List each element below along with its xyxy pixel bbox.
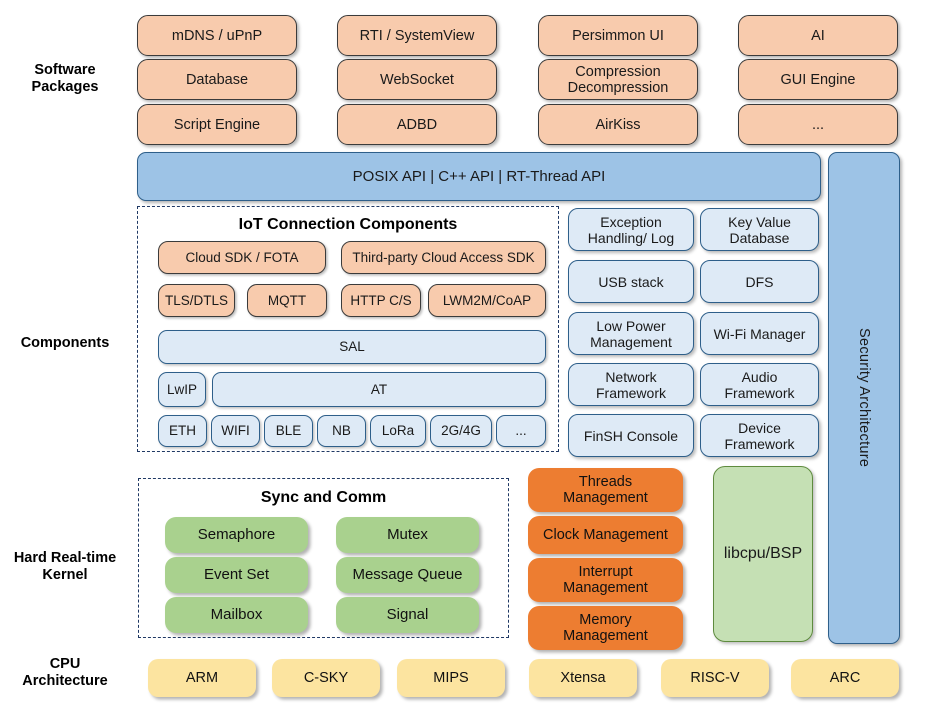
kernel-service-box[interactable]: Threads Management: [528, 468, 683, 512]
iot-protocol-box[interactable]: LWM2M/CoAP: [428, 284, 546, 317]
sync-group-title: Sync and Comm: [260, 489, 387, 506]
link-box[interactable]: BLE: [264, 415, 313, 447]
iot-sdk-box[interactable]: Third-party Cloud Access SDK: [341, 241, 546, 274]
component-box[interactable]: FinSH Console: [568, 414, 694, 457]
cpu-arch-box[interactable]: RISC-V: [661, 659, 769, 697]
package-box[interactable]: Persimmon UI: [538, 15, 698, 56]
iot-protocol-box[interactable]: MQTT: [247, 284, 327, 317]
cpu-arch-box[interactable]: C-SKY: [272, 659, 380, 697]
component-box[interactable]: DFS: [700, 260, 819, 303]
at-box[interactable]: AT: [212, 372, 546, 407]
component-box[interactable]: Network Framework: [568, 363, 694, 406]
package-box[interactable]: Database: [137, 59, 297, 100]
component-box[interactable]: Audio Framework: [700, 363, 819, 406]
lwip-box[interactable]: LwIP: [158, 372, 206, 407]
security-architecture-label: Security Architecture: [856, 328, 872, 468]
component-box[interactable]: Low Power Management: [568, 312, 694, 355]
row-label-components: Components: [20, 335, 110, 351]
package-box[interactable]: Compression Decompression: [538, 59, 698, 100]
package-box[interactable]: RTI / SystemView: [337, 15, 497, 56]
iot-group-title: IoT Connection Components: [238, 216, 458, 233]
cpu-arch-box[interactable]: ARM: [148, 659, 256, 697]
link-box[interactable]: ETH: [158, 415, 207, 447]
link-box[interactable]: 2G/4G: [430, 415, 492, 447]
package-box[interactable]: ADBD: [337, 104, 497, 145]
package-box[interactable]: AI: [738, 15, 898, 56]
row-label-software-packages: Software Packages: [31, 62, 99, 95]
component-box[interactable]: Wi-Fi Manager: [700, 312, 819, 355]
security-architecture-bar[interactable]: Security Architecture: [828, 152, 900, 644]
link-box[interactable]: WIFI: [211, 415, 260, 447]
row-label-cpu: CPU Architecture: [22, 656, 108, 689]
iot-protocol-box[interactable]: TLS/DTLS: [158, 284, 235, 317]
sync-primitive-box[interactable]: Mutex: [336, 517, 479, 553]
row-label-kernel: Hard Real-time Kernel: [13, 550, 117, 583]
kernel-service-box[interactable]: Memory Management: [528, 606, 683, 650]
api-layer-bar[interactable]: POSIX API | C++ API | RT-Thread API: [137, 152, 821, 201]
component-box[interactable]: Device Framework: [700, 414, 819, 457]
package-box[interactable]: ...: [738, 104, 898, 145]
link-box[interactable]: NB: [317, 415, 366, 447]
kernel-service-box[interactable]: Clock Management: [528, 516, 683, 554]
component-box[interactable]: Key Value Database: [700, 208, 819, 251]
link-box[interactable]: ...: [496, 415, 546, 447]
package-box[interactable]: WebSocket: [337, 59, 497, 100]
link-box[interactable]: LoRa: [370, 415, 426, 447]
package-box[interactable]: AirKiss: [538, 104, 698, 145]
package-box[interactable]: Script Engine: [137, 104, 297, 145]
iot-sdk-box[interactable]: Cloud SDK / FOTA: [158, 241, 326, 274]
sync-primitive-box[interactable]: Signal: [336, 597, 479, 633]
libcpu-bsp-box[interactable]: libcpu/BSP: [713, 466, 813, 642]
component-box[interactable]: USB stack: [568, 260, 694, 303]
sync-primitive-box[interactable]: Mailbox: [165, 597, 308, 633]
package-box[interactable]: mDNS / uPnP: [137, 15, 297, 56]
iot-protocol-box[interactable]: HTTP C/S: [341, 284, 421, 317]
sync-primitive-box[interactable]: Event Set: [165, 557, 308, 593]
sync-primitive-box[interactable]: Message Queue: [336, 557, 479, 593]
sal-box[interactable]: SAL: [158, 330, 546, 364]
cpu-arch-box[interactable]: Xtensa: [529, 659, 637, 697]
package-box[interactable]: GUI Engine: [738, 59, 898, 100]
kernel-service-box[interactable]: Interrupt Management: [528, 558, 683, 602]
cpu-arch-box[interactable]: MIPS: [397, 659, 505, 697]
cpu-arch-box[interactable]: ARC: [791, 659, 899, 697]
sync-primitive-box[interactable]: Semaphore: [165, 517, 308, 553]
component-box[interactable]: Exception Handling/ Log: [568, 208, 694, 251]
